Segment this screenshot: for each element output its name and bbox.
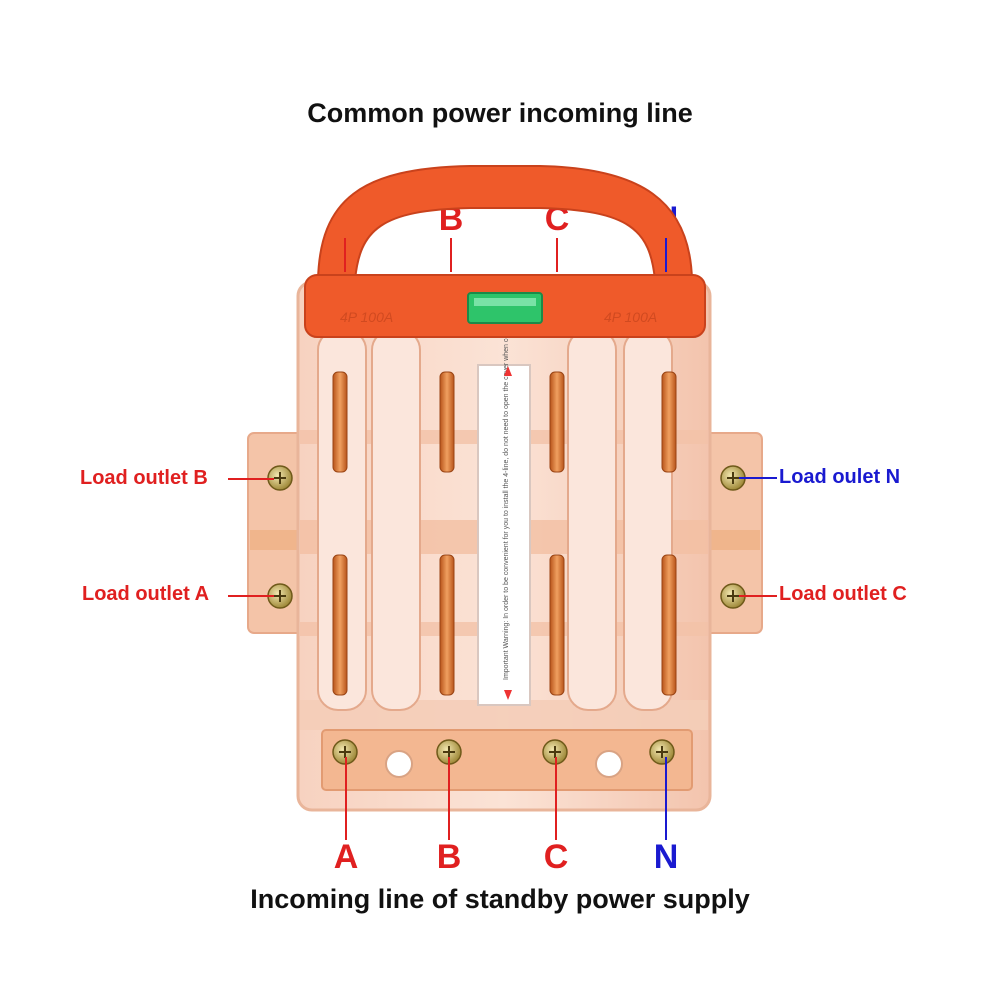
mounting-hole bbox=[385, 750, 413, 778]
top-title: Common power incoming line bbox=[307, 98, 693, 128]
bottom-phase-a-label: A bbox=[333, 838, 359, 876]
handle-marking-right: 4P 100A bbox=[604, 309, 657, 325]
bottom-terminal-strip bbox=[321, 729, 693, 791]
load-outlet-n-label: Load oulet N bbox=[779, 466, 901, 488]
handle-marking-left: 4P 100A bbox=[340, 309, 393, 325]
mounting-hole bbox=[595, 750, 623, 778]
warning-label bbox=[477, 364, 531, 706]
bottom-title: Incoming line of standby power supply bbox=[250, 884, 750, 914]
bottom-phase-b-label: B bbox=[436, 838, 462, 876]
warning-text: Important Warning: In order to be conven… bbox=[503, 306, 510, 680]
copper-contacts bbox=[332, 371, 677, 696]
status-indicator bbox=[467, 292, 543, 324]
bottom-phase-n-label: N bbox=[653, 838, 679, 876]
load-outlet-c-label: Load outlet C bbox=[779, 583, 907, 605]
switch-handle[interactable] bbox=[316, 165, 694, 281]
warning-arrow-down-icon bbox=[504, 690, 512, 700]
pole-discs bbox=[317, 329, 673, 711]
load-outlet-b-label: Load outlet B bbox=[80, 467, 208, 489]
load-outlet-a-label: Load outlet A bbox=[82, 583, 210, 605]
bottom-phase-c-label: C bbox=[543, 838, 569, 876]
warning-arrow-up-icon bbox=[504, 366, 512, 376]
